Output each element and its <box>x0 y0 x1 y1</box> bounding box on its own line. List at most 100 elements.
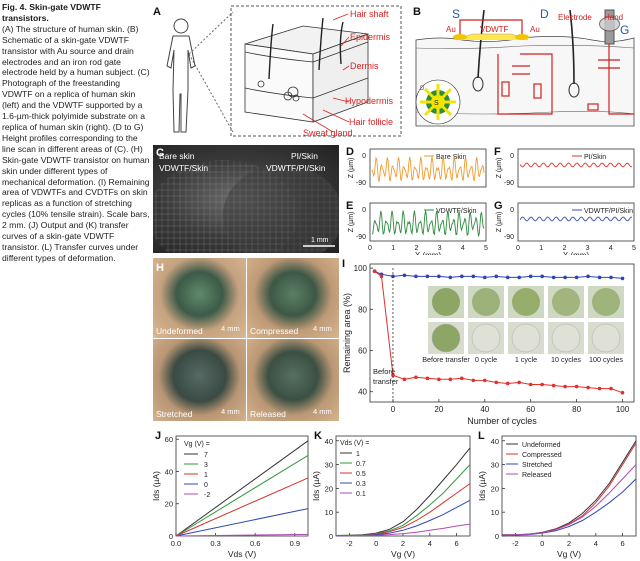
label-bare-skin: Bare skin <box>159 151 195 161</box>
legend-label: Compressed <box>522 452 562 459</box>
inset-film-bottom <box>511 323 541 353</box>
data-point <box>586 385 590 390</box>
scale-label-undeformed: 4 mm <box>221 324 240 333</box>
scale-label-stretched: 4 mm <box>221 407 240 416</box>
y-axis-label: Ids (µA) <box>311 471 321 501</box>
profile-xtick: 1 <box>539 245 543 252</box>
y-tick-label: 0 <box>169 532 173 541</box>
label-electrode: Electrode <box>558 13 592 22</box>
panel-label-f: F <box>494 146 501 158</box>
x-tick-label: 6 <box>455 539 459 548</box>
data-point <box>379 274 384 279</box>
inset-film-bottom <box>591 323 621 353</box>
ion-double-layer-icon: S D <box>415 79 461 125</box>
series-line-0.1 <box>336 523 471 537</box>
series-line-0 <box>374 270 623 279</box>
data-point <box>471 378 476 383</box>
label-hand: Hand <box>604 13 623 22</box>
y-tick-label: 0 <box>329 532 333 541</box>
x-tick-label: 2 <box>567 539 571 548</box>
chart-frame <box>175 435 309 537</box>
profile-ylabel: Z (µm) <box>348 212 355 233</box>
series-line-3 <box>175 454 309 537</box>
data-point <box>437 274 441 279</box>
label-undeformed: Undeformed <box>156 326 203 336</box>
y-tick-label: 10 <box>325 508 333 517</box>
y-axis-label: Ids (µA) <box>477 471 487 501</box>
x-tick-label: 6 <box>621 539 625 548</box>
x-tick-label: 20 <box>434 405 443 414</box>
label-vdwtf-skin: VDWTF/Skin <box>159 163 209 173</box>
panel-b-transistor-schematic: S D G Au Au VDWTF Electrode Hand S D <box>415 7 635 127</box>
photo-stretched: Stretched 4 mm <box>153 339 246 421</box>
profile-line <box>371 210 485 238</box>
x-tick-label: 40 <box>480 405 489 414</box>
x-tick-label: 0.6 <box>250 539 260 548</box>
y-tick-label: 0 <box>495 532 499 541</box>
data-point <box>425 376 430 381</box>
data-point <box>448 275 453 280</box>
y-tick-label: 40 <box>165 467 173 476</box>
x-tick-label: 0.9 <box>290 539 300 548</box>
data-point <box>437 377 441 382</box>
scale-bar-label: 1 mm <box>311 237 329 244</box>
panel-label-j: J <box>155 430 162 442</box>
label-drain: D <box>540 7 549 21</box>
label-au-2: Au <box>530 25 540 34</box>
data-point <box>597 386 602 391</box>
label-hypodermis: Hypodermis <box>345 96 394 106</box>
scale-label-compressed: 4 mm <box>313 324 332 333</box>
data-point <box>540 274 544 279</box>
y-tick-label: 40 <box>491 437 499 446</box>
inset-label: Before transfer <box>422 355 470 364</box>
panel-label-k: K <box>314 430 322 442</box>
profile-xtick: 2 <box>562 245 566 252</box>
panel-label-d: D <box>346 146 354 158</box>
series-line-Stretched <box>501 478 637 536</box>
caption-body: (A) The structure of human skin. (B) Sch… <box>2 23 150 263</box>
x-tick-label: 4 <box>428 539 432 548</box>
data-point <box>494 380 499 385</box>
legend-label: 1 <box>356 451 360 458</box>
y-tick-label: 30 <box>491 461 499 470</box>
data-point <box>540 382 544 387</box>
data-point <box>471 274 476 279</box>
annotation-transfer: transfer <box>373 377 399 386</box>
data-point <box>482 378 487 383</box>
data-point <box>620 390 625 395</box>
y-tick-label: 20 <box>491 484 499 493</box>
data-point <box>482 275 487 280</box>
legend-title: Vds (V) = <box>340 440 369 447</box>
data-point <box>402 273 407 278</box>
label-vdwtf: VDWTF <box>480 25 509 34</box>
profile-ytick: 0 <box>362 207 366 214</box>
inset-film-top <box>512 288 540 316</box>
label-epidermis: Epidermis <box>350 32 391 42</box>
profile-xtick: 5 <box>632 245 636 252</box>
profile-xtick: 5 <box>484 245 488 252</box>
legend-label: 0.1 <box>356 491 366 498</box>
skin-block-diagram <box>244 25 369 123</box>
y-tick-label: 10 <box>491 508 499 517</box>
label-pi-skin: PI/Skin <box>291 151 318 161</box>
panel-label-h: H <box>156 262 164 274</box>
profile-ytick: -90 <box>356 180 366 187</box>
profile-ytick: 0 <box>510 153 514 160</box>
profile-xtick: 1 <box>391 245 395 252</box>
profile-xtick: 3 <box>586 245 590 252</box>
x-axis-label: Vg (V) <box>557 549 581 559</box>
profile-xtick: 0 <box>368 245 372 252</box>
data-point <box>620 276 625 281</box>
data-point <box>505 275 510 280</box>
inset-film-top <box>432 288 460 316</box>
profile-ylabel: Z (µm) <box>496 212 503 233</box>
profile-xtick: 2 <box>414 245 418 252</box>
inset-label: 0 cycle <box>475 355 497 364</box>
label-d-inner: D <box>420 86 425 92</box>
x-tick-label: 0 <box>391 405 396 414</box>
profile-ylabel: Z (µm) <box>496 158 503 179</box>
inset-film-bottom <box>431 323 461 353</box>
data-point <box>372 269 377 274</box>
y-tick-label: 40 <box>358 388 367 397</box>
